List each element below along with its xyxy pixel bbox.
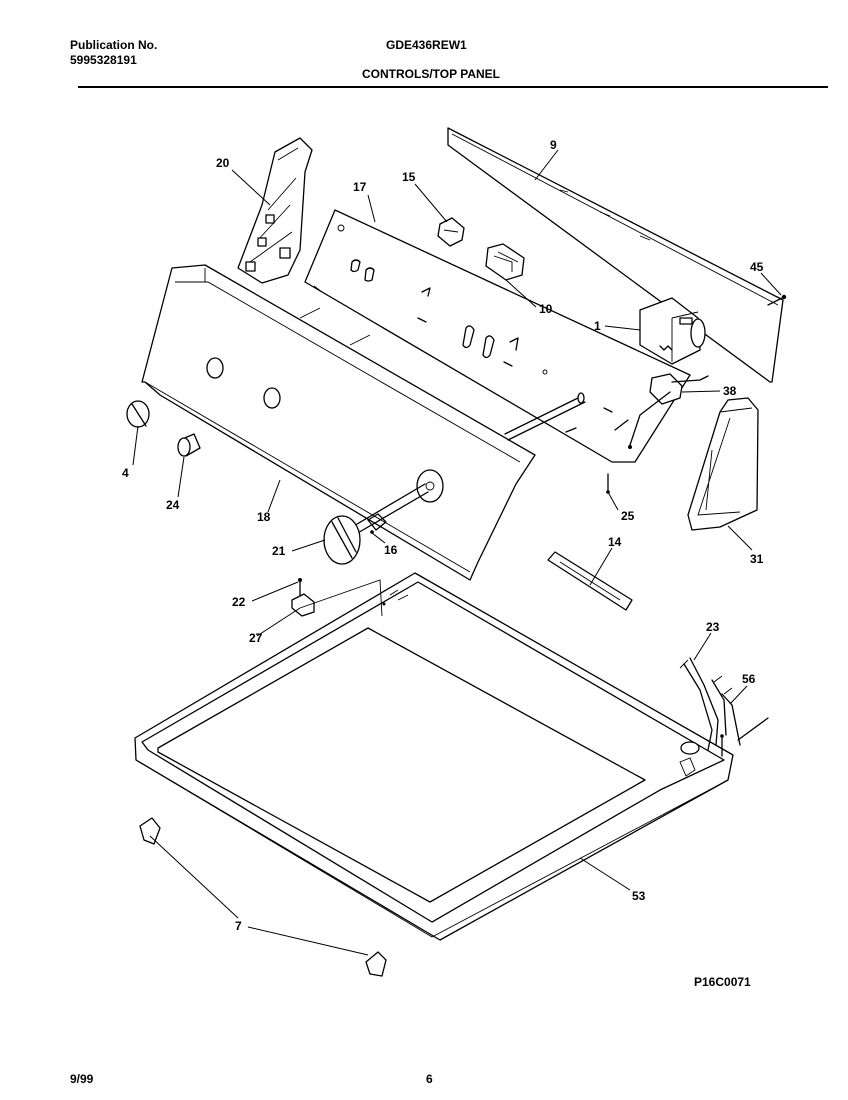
- callout-31: 31: [750, 552, 764, 566]
- callout-45: 45: [750, 260, 764, 274]
- callout-16: 16: [384, 543, 398, 557]
- publication-label: Publication No.: [70, 38, 158, 52]
- part-strap: [547, 551, 633, 611]
- part-switch-15: [437, 217, 465, 247]
- callout-9: 9: [550, 138, 557, 152]
- part-end-cap: [687, 397, 759, 531]
- part-shaft: [504, 392, 586, 441]
- part-timer: [639, 297, 706, 365]
- part-rear-panel: [447, 127, 784, 383]
- part-control-panel: [299, 209, 691, 463]
- leader-lines: [132, 149, 782, 956]
- callout-18: 18: [257, 510, 271, 524]
- part-dial-knob: [323, 515, 361, 565]
- callout-38: 38: [723, 384, 737, 398]
- callout-14: 14: [608, 535, 622, 549]
- drawing-code: P16C0071: [694, 975, 751, 989]
- model-number: GDE436REW1: [386, 38, 467, 52]
- part-hinge-upper: [139, 817, 161, 845]
- callout-56: 56: [742, 672, 756, 686]
- part-end-bracket: [237, 137, 313, 284]
- callout-10: 10: [539, 302, 553, 316]
- callout-24: 24: [166, 498, 180, 512]
- callout-25: 25: [621, 509, 635, 523]
- part-clip-16: [367, 513, 387, 534]
- part-bracket-27: [291, 593, 315, 617]
- callout-20: 20: [216, 156, 230, 170]
- section-title: CONTROLS/TOP PANEL: [362, 67, 501, 81]
- callout-4: 4: [122, 466, 129, 480]
- callout-17: 17: [353, 180, 367, 194]
- header-rule: [78, 86, 828, 88]
- part-screw-22: [298, 578, 302, 596]
- callout-labels: 1 4 7 9 10 14 15 16 17 18 20 21 22 23 24…: [122, 138, 764, 933]
- callout-1: 1: [594, 319, 601, 333]
- part-screw-25: [606, 473, 610, 494]
- part-switch-38: [628, 373, 709, 449]
- callout-27: 27: [249, 631, 263, 645]
- publication-number: 5995328191: [70, 53, 137, 67]
- callout-23: 23: [706, 620, 720, 634]
- callout-53: 53: [632, 889, 646, 903]
- part-screw-45: [767, 294, 787, 306]
- part-top-lid: [134, 572, 734, 941]
- part-hinge-lower: [365, 951, 387, 977]
- callout-7: 7: [235, 919, 242, 933]
- footer-date: 9/99: [70, 1072, 94, 1086]
- callout-15: 15: [402, 170, 416, 184]
- page-number: 6: [426, 1072, 433, 1086]
- part-wire-harness: [679, 657, 769, 755]
- part-knob-insert-24: [177, 433, 201, 457]
- callout-22: 22: [232, 595, 246, 609]
- part-knob-4: [126, 400, 150, 428]
- part-screw-56: [720, 734, 724, 757]
- part-dial-shaft: [351, 483, 429, 535]
- part-switch-10: [485, 243, 525, 281]
- callout-21: 21: [272, 544, 286, 558]
- part-control-console: [141, 264, 536, 581]
